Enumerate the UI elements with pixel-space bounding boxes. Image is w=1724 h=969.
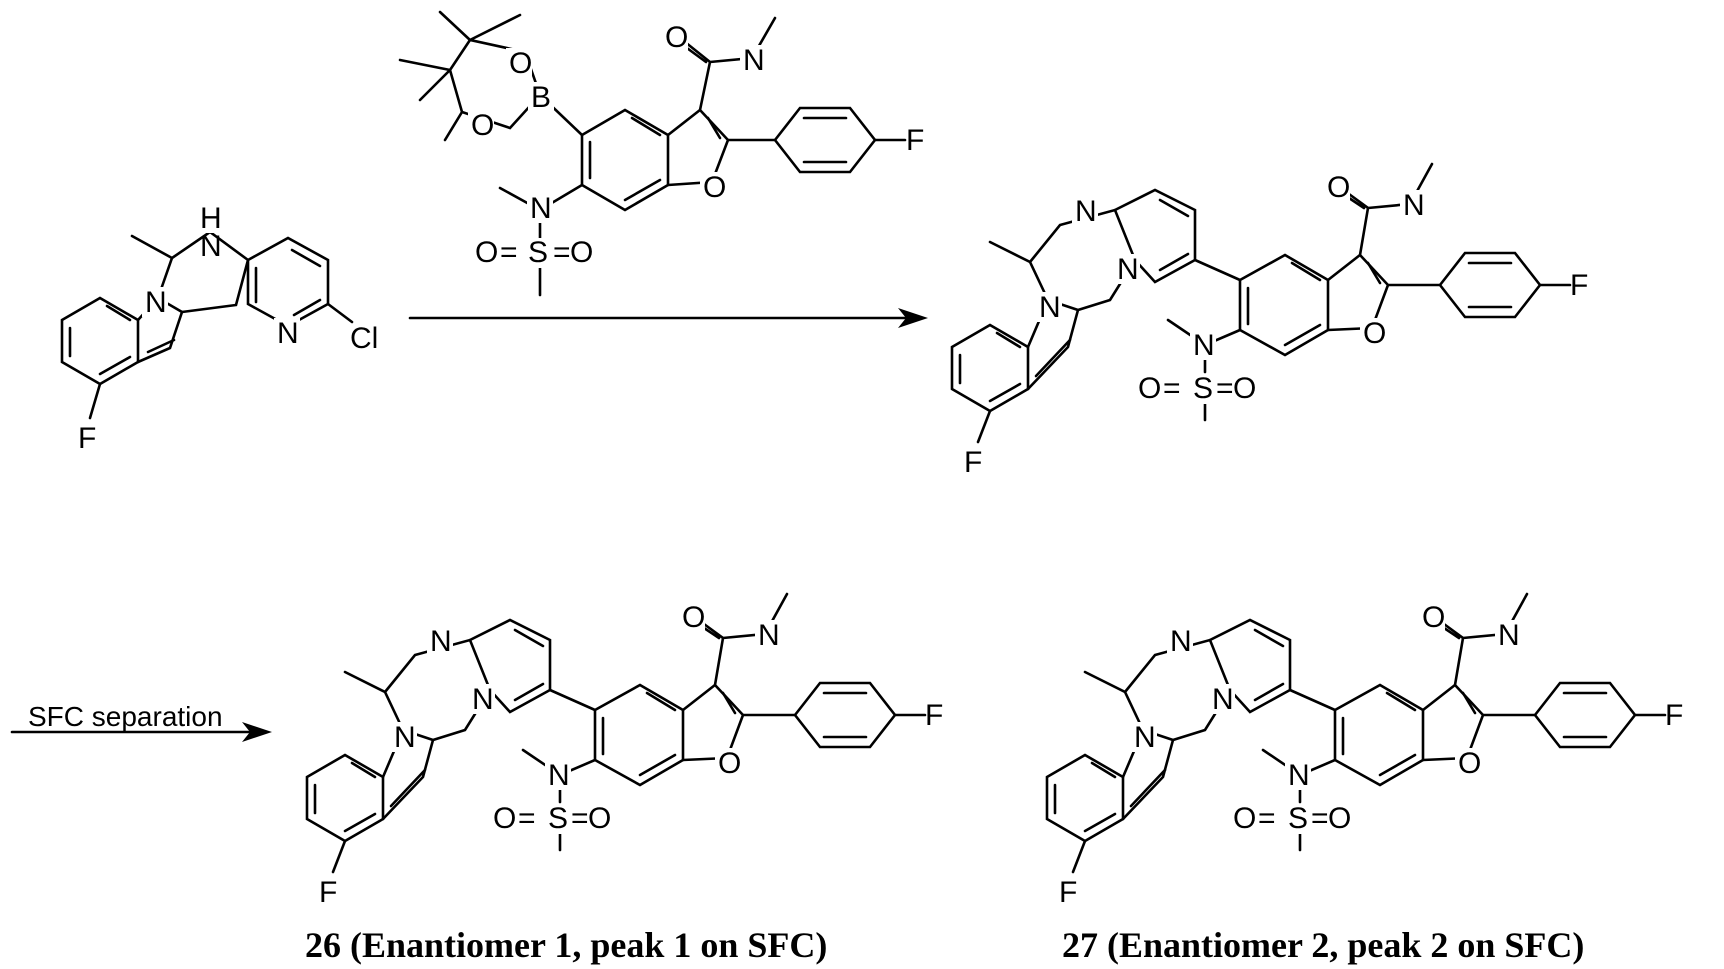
- atom-o: O: [718, 747, 741, 780]
- atom-n: N: [548, 759, 570, 792]
- atom-o: O: [665, 21, 688, 54]
- atom-o: O: [1233, 802, 1256, 835]
- atom-n: N: [430, 625, 452, 658]
- atom-s: S: [1288, 802, 1308, 835]
- atom-o: O: [475, 236, 498, 269]
- atom-n: N: [394, 721, 416, 754]
- atom-o: O: [1422, 601, 1445, 634]
- atom-n: N: [1193, 329, 1215, 362]
- atom-o: O: [493, 802, 516, 835]
- atom-n: N: [743, 44, 765, 77]
- atom-n: N: [1403, 189, 1425, 222]
- atom-n: N: [1170, 625, 1192, 658]
- enantiomer-1-structure: N N N O N O F F N O = S = O: [307, 594, 943, 909]
- atom-n: N: [758, 619, 780, 652]
- atom-s: S: [548, 802, 568, 835]
- atom-s: S: [528, 236, 548, 269]
- atom-eq: =: [1216, 372, 1234, 405]
- atom-n: N: [1075, 195, 1097, 228]
- reaction-arrow-2: SFC separation: [12, 701, 272, 742]
- atom-o: O: [1327, 171, 1350, 204]
- product-racemic: N N N O N O F F N O = S = O: [952, 164, 1588, 479]
- atom-o: O: [588, 802, 611, 835]
- atom-s: S: [1193, 372, 1213, 405]
- atom-eq: =: [1258, 802, 1276, 835]
- atom-o: O: [509, 47, 532, 80]
- atom-eq: =: [500, 236, 518, 269]
- enantiomer-2-structure: N N N O N O F F N O = S = O: [1047, 594, 1683, 909]
- atom-f: F: [1665, 699, 1683, 732]
- atom-eq: =: [571, 802, 589, 835]
- atom-o: O: [1458, 747, 1481, 780]
- atom-cl: Cl: [350, 322, 378, 355]
- atom-b: B: [531, 81, 551, 114]
- atom-o: O: [1138, 372, 1161, 405]
- enantiomer-2-label: 27 (Enantiomer 2, peak 2 on SFC): [1062, 925, 1584, 965]
- atom-o: O: [471, 109, 494, 142]
- atom-n: N: [200, 230, 222, 263]
- atom-n: N: [277, 317, 299, 350]
- atom-f: F: [1570, 269, 1588, 302]
- atom-n: N: [530, 192, 552, 225]
- atom-o: O: [1363, 317, 1386, 350]
- atom-eq: =: [518, 802, 536, 835]
- atom-f: F: [964, 446, 982, 479]
- atom-o: O: [570, 236, 593, 269]
- atom-n: N: [1212, 683, 1234, 716]
- atom-n: N: [1134, 721, 1156, 754]
- atom-f: F: [319, 876, 337, 909]
- reaction-arrow-1: [410, 308, 928, 328]
- atom-o: O: [1328, 802, 1351, 835]
- atom-o: O: [703, 171, 726, 204]
- atom-o: O: [1233, 372, 1256, 405]
- atom-eq: =: [1311, 802, 1329, 835]
- atom-n: N: [1117, 253, 1139, 286]
- atom-n: N: [472, 683, 494, 716]
- atom-f: F: [1059, 876, 1077, 909]
- atom-n: N: [1039, 291, 1061, 324]
- atom-f: F: [906, 124, 924, 157]
- atom-f: F: [78, 422, 96, 455]
- atom-n: N: [1498, 619, 1520, 652]
- atom-f: F: [925, 699, 943, 732]
- reagent-boronate-benzofuran: O B O O N O F N O = S = O: [400, 12, 924, 295]
- sfc-condition-label: SFC separation: [28, 701, 223, 732]
- atom-o: O: [682, 601, 705, 634]
- enantiomer-1-label: 26 (Enantiomer 1, peak 1 on SFC): [305, 925, 827, 965]
- atom-n: N: [1288, 759, 1310, 792]
- atom-eq: =: [1163, 372, 1181, 405]
- atom-eq: =: [553, 236, 571, 269]
- atom-n: N: [145, 286, 167, 319]
- reactant-chloropyridine-indole: N H N N Cl F: [62, 202, 378, 455]
